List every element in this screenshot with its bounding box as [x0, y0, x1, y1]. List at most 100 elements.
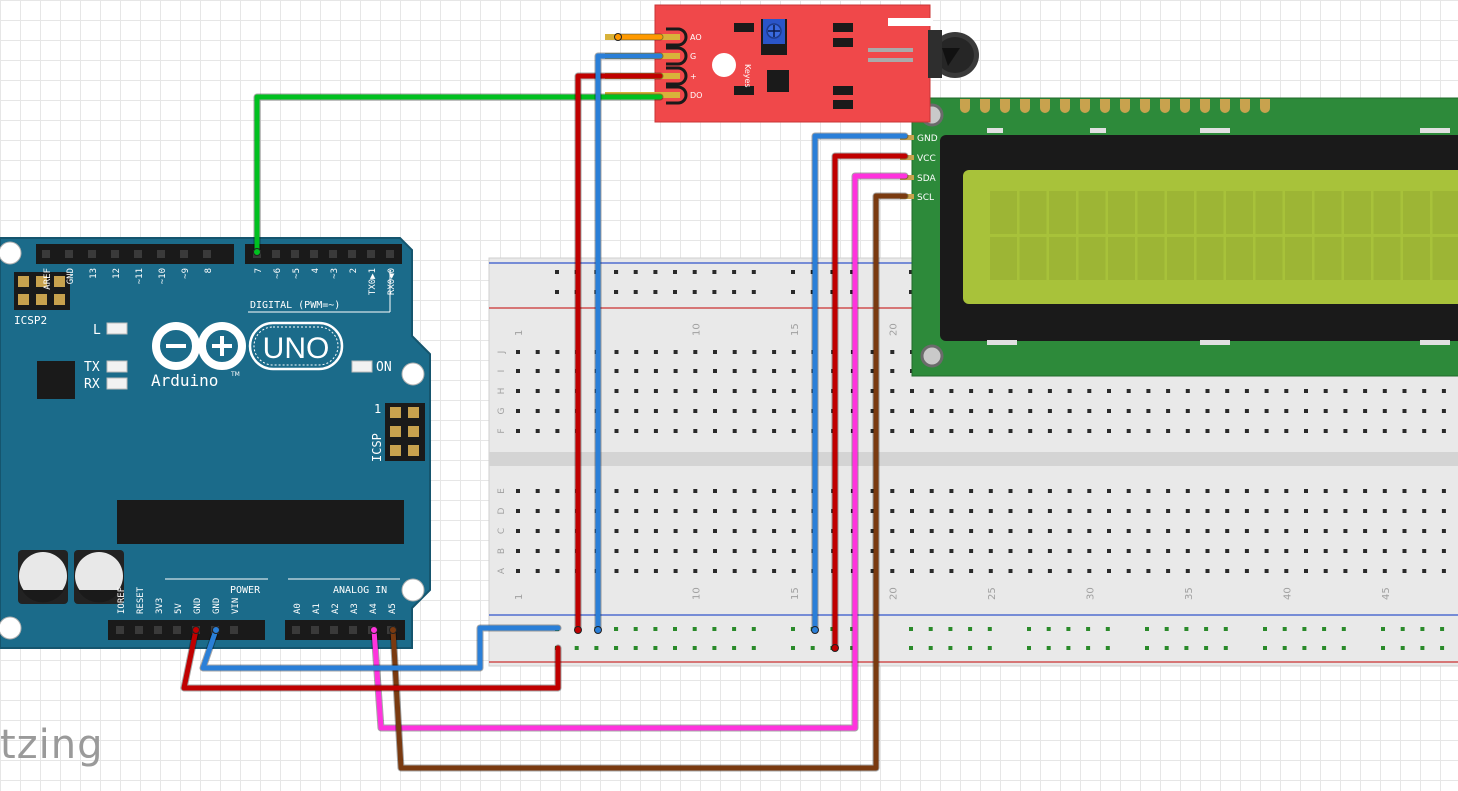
breadboard-hole[interactable] [890, 509, 895, 513]
rail-hole[interactable] [732, 290, 737, 294]
breadboard-hole[interactable] [870, 389, 875, 393]
rail-hole[interactable] [968, 646, 973, 650]
breadboard-hole[interactable] [870, 529, 875, 533]
breadboard-hole[interactable] [713, 489, 717, 493]
rail-hole[interactable] [1420, 627, 1425, 631]
breadboard-hole[interactable] [1422, 569, 1427, 573]
breadboard-hole[interactable] [555, 429, 560, 433]
breadboard-hole[interactable] [1343, 569, 1348, 573]
analog-pin-socket[interactable] [311, 626, 319, 634]
breadboard-hole[interactable] [1284, 509, 1289, 513]
breadboard-hole[interactable] [653, 350, 658, 354]
breadboard-hole[interactable] [791, 389, 796, 393]
breadboard-hole[interactable] [1225, 529, 1230, 533]
breadboard-hole[interactable] [634, 529, 639, 533]
digital-pin-socket[interactable] [203, 250, 211, 258]
breadboard-hole[interactable] [1205, 489, 1210, 493]
breadboard-hole[interactable] [713, 389, 717, 393]
breadboard-hole[interactable] [1363, 389, 1368, 393]
breadboard-hole[interactable] [949, 529, 954, 533]
breadboard-hole[interactable] [535, 569, 540, 573]
breadboard-hole[interactable] [752, 389, 757, 393]
power-pin-socket[interactable] [116, 626, 124, 634]
breadboard-hole[interactable] [1028, 489, 1033, 493]
breadboard-hole[interactable] [732, 489, 737, 493]
digital-pin-socket[interactable] [111, 250, 119, 258]
breadboard-hole[interactable] [1067, 569, 1072, 573]
breadboard-hole[interactable] [1126, 389, 1131, 393]
breadboard-hole[interactable] [1244, 529, 1249, 533]
breadboard-hole[interactable] [1166, 389, 1171, 393]
breadboard-hole[interactable] [1284, 549, 1289, 553]
breadboard-hole[interactable] [516, 569, 520, 573]
breadboard-hole[interactable] [772, 549, 777, 553]
breadboard-hole[interactable] [1185, 389, 1190, 393]
breadboard-hole[interactable] [1284, 409, 1289, 413]
breadboard-hole[interactable] [1441, 389, 1446, 393]
breadboard-hole[interactable] [1244, 409, 1249, 413]
breadboard-hole[interactable] [1008, 529, 1013, 533]
rail-hole[interactable] [614, 627, 618, 631]
breadboard-hole[interactable] [1166, 569, 1171, 573]
breadboard-hole[interactable] [516, 389, 520, 393]
breadboard-hole[interactable] [1028, 509, 1033, 513]
breadboard-hole[interactable] [1422, 429, 1427, 433]
breadboard-hole[interactable] [772, 529, 777, 533]
breadboard-hole[interactable] [929, 489, 934, 493]
breadboard-hole[interactable] [1225, 389, 1230, 393]
breadboard-hole[interactable] [1244, 569, 1249, 573]
breadboard-hole[interactable] [929, 569, 934, 573]
rail-hole[interactable] [1086, 627, 1091, 631]
breadboard-hole[interactable] [949, 509, 954, 513]
breadboard-hole[interactable] [1244, 489, 1249, 493]
breadboard-hole[interactable] [653, 389, 658, 393]
breadboard-hole[interactable] [535, 409, 540, 413]
breadboard-hole[interactable] [713, 509, 717, 513]
rail-hole[interactable] [1105, 627, 1110, 631]
breadboard-hole[interactable] [1087, 389, 1092, 393]
breadboard-hole[interactable] [1185, 509, 1190, 513]
breadboard-hole[interactable] [614, 489, 619, 493]
breadboard-hole[interactable] [1402, 509, 1407, 513]
breadboard-hole[interactable] [1382, 489, 1387, 493]
breadboard-hole[interactable] [1107, 569, 1111, 573]
breadboard-hole[interactable] [1126, 409, 1131, 413]
breadboard-hole[interactable] [634, 409, 639, 413]
breadboard-hole[interactable] [1067, 529, 1072, 533]
breadboard-hole[interactable] [1284, 389, 1289, 393]
breadboard-hole[interactable] [1067, 429, 1072, 433]
rail-hole[interactable] [1164, 646, 1169, 650]
breadboard-hole[interactable] [890, 489, 895, 493]
breadboard-hole[interactable] [634, 350, 639, 354]
rail-hole[interactable] [1204, 627, 1209, 631]
breadboard-hole[interactable] [634, 549, 639, 553]
breadboard-hole[interactable] [555, 389, 560, 393]
breadboard-hole[interactable] [1205, 529, 1210, 533]
breadboard-hole[interactable] [1441, 509, 1446, 513]
breadboard-hole[interactable] [929, 429, 934, 433]
rail-hole[interactable] [810, 646, 815, 650]
breadboard-hole[interactable] [1244, 509, 1249, 513]
breadboard-hole[interactable] [1067, 409, 1072, 413]
rail-hole[interactable] [732, 270, 737, 274]
breadboard-hole[interactable] [1284, 569, 1289, 573]
breadboard-hole[interactable] [870, 429, 875, 433]
rail-hole[interactable] [909, 290, 913, 294]
breadboard-hole[interactable] [1087, 549, 1092, 553]
breadboard-hole[interactable] [516, 429, 520, 433]
breadboard-hole[interactable] [949, 389, 954, 393]
rail-hole[interactable] [614, 270, 618, 274]
breadboard-hole[interactable] [1146, 409, 1151, 413]
breadboard-hole[interactable] [1323, 489, 1328, 493]
breadboard-hole[interactable] [1264, 409, 1269, 413]
breadboard-hole[interactable] [1382, 409, 1387, 413]
breadboard-hole[interactable] [910, 409, 914, 413]
breadboard-hole[interactable] [988, 489, 993, 493]
breadboard-hole[interactable] [535, 429, 540, 433]
breadboard-hole[interactable] [1067, 489, 1072, 493]
breadboard-hole[interactable] [713, 569, 717, 573]
breadboard-hole[interactable] [1264, 429, 1269, 433]
breadboard-hole[interactable] [653, 409, 658, 413]
rail-hole[interactable] [791, 290, 795, 294]
rail-hole[interactable] [653, 290, 658, 294]
